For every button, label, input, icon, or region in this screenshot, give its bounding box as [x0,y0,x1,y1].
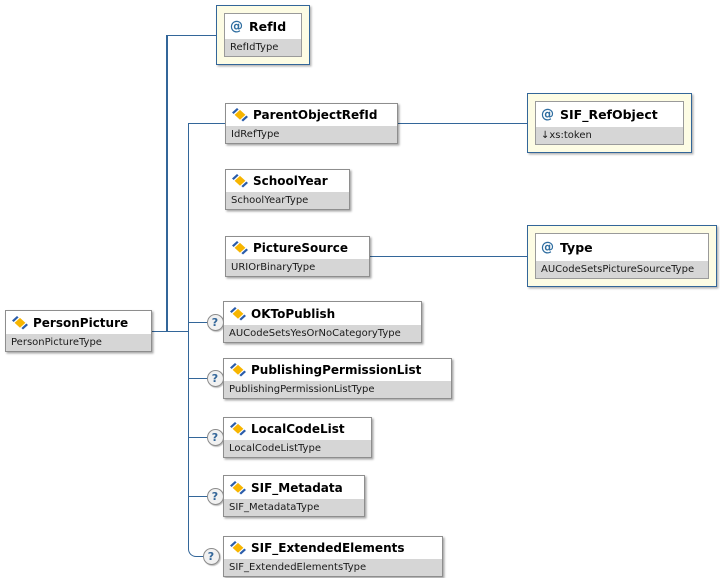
connector-publishingpermissionlist [188,377,208,379]
element-diamond-icon [230,363,246,377]
element-node-personpicture[interactable]: PersonPicture PersonPictureType [5,310,152,352]
connector-picturesource-type [370,255,527,257]
element-node-sifmetadata[interactable]: SIF_Metadata SIF_MetadataType [223,475,365,517]
node-label: SIF_Metadata [251,480,343,495]
element-node-sifextendedelements[interactable]: SIF_ExtendedElements SIF_ExtendedElement… [223,536,443,577]
optional-indicator: ? [206,313,224,331]
node-label: SIF_RefObject [560,107,658,122]
node-label: LocalCodeList [251,422,345,436]
connector-trunk-children [187,122,189,542]
optional-indicator: ? [206,370,224,387]
node-type-bar: URIOrBinaryType [226,259,369,276]
element-node-publishingpermissionlist[interactable]: PublishingPermissionList PublishingPermi… [223,358,452,399]
attribute-at-icon: @ [230,19,243,34]
element-node-oktopublish[interactable]: OKToPublish AUCodeSetsYesOrNoCategoryTyp… [223,301,422,343]
element-node-schoolyear[interactable]: SchoolYear SchoolYearType [225,169,350,210]
attribute-node-sifrefobject[interactable]: @ SIF_RefObject ↓xs:token [527,93,692,153]
node-label: ParentObjectRefId [253,108,378,122]
node-label: SchoolYear [253,174,328,188]
connector-parentobjectrefid [188,122,225,124]
optional-indicator: ? [202,548,220,565]
node-type-bar: LocalCodeListType [224,440,371,457]
node-label: RefId [249,19,287,34]
optional-indicator: ? [206,429,224,446]
node-label: SIF_ExtendedElements [251,541,405,555]
node-label: OKToPublish [251,306,336,321]
connector-sifmetadata [188,495,208,497]
node-type-bar: SIF_MetadataType [224,499,364,516]
element-diamond-icon [230,480,246,495]
node-type-bar: AUCodeSetsPictureSourceType [536,261,708,278]
connector-root-junction [152,330,189,332]
node-type-bar: SIF_ExtendedElementsType [224,559,442,576]
attribute-node-type[interactable]: @ Type AUCodeSetsPictureSourceType [527,225,717,287]
element-diamond-icon [230,306,246,321]
node-type-bar: ↓xs:token [536,127,683,144]
node-label: PersonPicture [33,315,129,330]
node-type-bar: SchoolYearType [226,192,349,209]
connector-trunk-refid [166,34,168,332]
element-diamond-icon [232,174,248,188]
connector-oktopublish [188,321,208,323]
element-node-picturesource[interactable]: PictureSource URIOrBinaryType [225,236,370,277]
node-type-bar: AUCodeSetsYesOrNoCategoryType [224,325,421,342]
node-type-bar: RefIdType [225,39,301,56]
node-type-bar: PersonPictureType [6,334,151,351]
element-node-parentobjectrefid[interactable]: ParentObjectRefId IdRefType [225,103,398,144]
element-diamond-icon [232,108,248,122]
node-label: PublishingPermissionList [251,363,422,377]
optional-indicator: ? [206,487,224,505]
element-diamond-icon [232,241,248,255]
connector-parentobjectrefid-sifrefobject [398,122,527,124]
node-type-bar: IdRefType [226,126,397,143]
connector-sifextendedelements-corner [187,540,205,557]
attribute-at-icon: @ [541,107,554,122]
connector-refid [166,34,216,36]
attribute-node-refid[interactable]: @ RefId RefIdType [216,5,310,65]
element-node-localcodelist[interactable]: LocalCodeList LocalCodeListType [223,417,372,458]
node-label: PictureSource [253,241,348,255]
connector-localcodelist [188,436,208,438]
node-label: Type [560,240,593,255]
element-diamond-icon [12,315,28,330]
attribute-at-icon: @ [541,240,554,255]
element-diamond-icon [230,422,246,436]
element-diamond-icon [230,541,246,555]
node-type-bar: PublishingPermissionListType [224,381,451,398]
